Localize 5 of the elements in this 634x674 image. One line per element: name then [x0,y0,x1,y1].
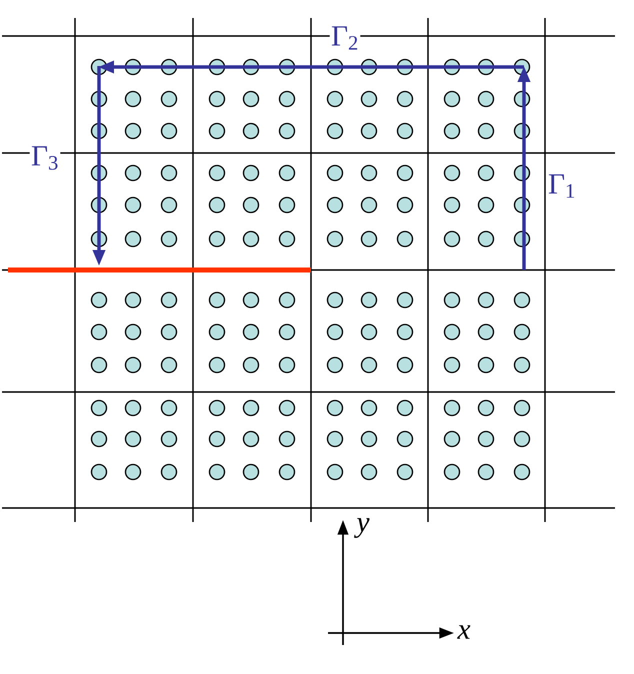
axis-label: x [457,625,470,639]
gamma-label: Γ$_{2}$ [332,26,358,50]
axis-label: y [354,518,370,538]
gamma-label: Γ$_{3}$ [32,146,58,170]
gamma-label: Γ$_{1}$ [548,174,574,198]
